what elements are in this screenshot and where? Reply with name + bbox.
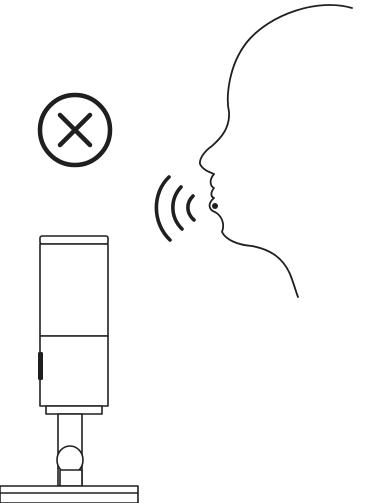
prohibited-x-icon [40,95,110,165]
mic-upper-body [40,244,108,336]
mic-stand-neck [60,470,82,486]
microphone-icon [0,236,138,503]
sound-waves-icon [156,177,218,240]
sound-dot [212,203,218,209]
mic-base [0,486,138,503]
mic-top-cap [40,236,108,244]
mic-lower-body [40,336,108,406]
mic-side-knob [38,352,43,380]
mic-collar [46,406,102,414]
person-profile-icon [200,5,352,297]
